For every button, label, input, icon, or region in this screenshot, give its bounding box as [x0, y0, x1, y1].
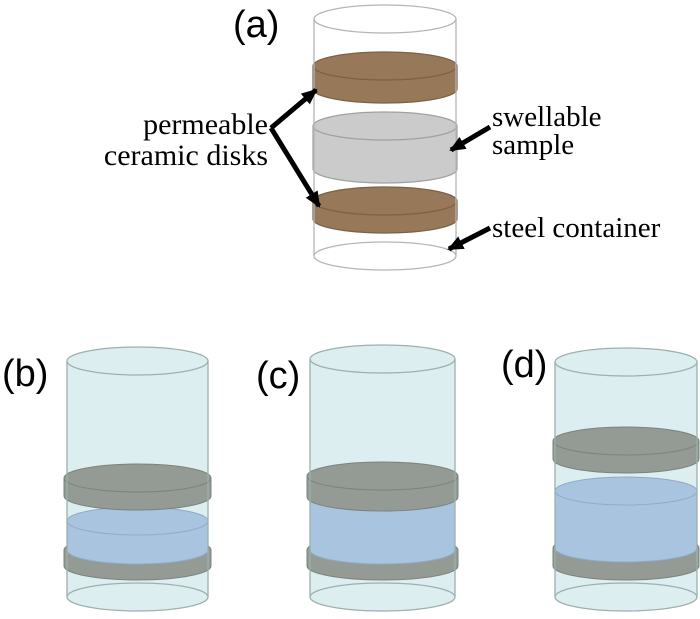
permeable-ceramic-disks-label: permeable ceramic disks [68, 109, 268, 171]
panel-b-apparatus [63, 346, 212, 612]
ceramic-disk-top [312, 51, 458, 104]
container-d-outline [554, 347, 698, 597]
disk-c-top [306, 461, 459, 512]
panel-a-apparatus [312, 4, 458, 271]
sample-b [66, 506, 209, 565]
panel-c-apparatus [306, 344, 459, 612]
steel-container-label: steel container [492, 212, 661, 244]
panel-d-label: (d) [501, 344, 548, 386]
container-b-outline [66, 346, 209, 597]
arrow-to-top-ceramic-disk-icon [269, 88, 318, 130]
permeable-line1: permeable [143, 108, 268, 141]
disk-d-top [552, 426, 700, 474]
swellable-sample-dry [312, 111, 458, 184]
annotation-arrows [268, 88, 492, 252]
permeable-line2: ceramic disks [103, 139, 268, 172]
arrow-to-swellable-sample-icon [449, 124, 492, 153]
panel-a-label: (a) [233, 4, 280, 46]
container-c-outline [309, 344, 456, 597]
sample-d [554, 476, 698, 563]
disk-b-top [63, 463, 212, 511]
swellable-sample-label: swellable sample [492, 101, 602, 161]
panel-b-label: (b) [2, 353, 49, 395]
panel-d-apparatus [552, 347, 700, 612]
swellable-line2: sample [492, 129, 575, 161]
arrow-to-steel-container-icon [447, 225, 492, 252]
swellable-line1: swellable [492, 101, 602, 133]
panel-c-label: (c) [256, 355, 301, 397]
ceramic-disk-bottom [312, 186, 458, 234]
arrow-to-bottom-ceramic-disk-icon [268, 126, 322, 208]
